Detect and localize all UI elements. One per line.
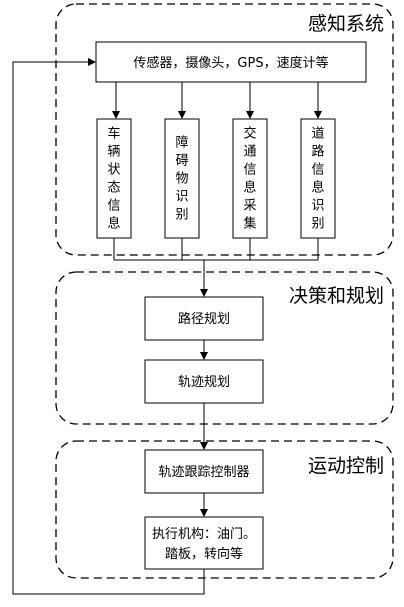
motion-group (55, 440, 394, 579)
perception-title: 感知系统 (308, 13, 384, 35)
traffic-box (232, 118, 268, 239)
trajectory-planning-label: 轨迹规划 (178, 375, 230, 390)
feedback-loop (12, 58, 205, 595)
road-box (300, 118, 336, 239)
actuator-label-line1: 执行机构：油门。 (152, 527, 256, 542)
actuator-box (144, 516, 264, 570)
traffic-label: 交通信息采集 (243, 126, 256, 232)
path-planning-label: 路径规划 (178, 311, 230, 327)
road-label: 道路信息识别 (311, 127, 324, 232)
vehicle-state-label: 车辆状态信息 (107, 126, 120, 232)
obstacle-box (164, 118, 200, 239)
sensors-box (95, 41, 367, 83)
decision-title: 决策和规划 (289, 285, 384, 307)
obstacle-label: 障碍物识别 (175, 136, 188, 223)
tracking-controller-label: 轨迹跟踪控制器 (158, 465, 249, 480)
decision-group (55, 271, 394, 425)
actuator-label-line2: 踏板，转向等 (165, 546, 243, 562)
trajectory-planning-box (144, 359, 264, 404)
path-planning-box (144, 296, 264, 341)
tracking-controller-box (144, 449, 264, 494)
vehicle-state-box (96, 118, 132, 239)
sensors-label: 传感器，摄像头，GPS，速度计等 (133, 55, 328, 71)
motion-title: 运动控制 (308, 455, 384, 477)
perception-group (55, 3, 394, 256)
